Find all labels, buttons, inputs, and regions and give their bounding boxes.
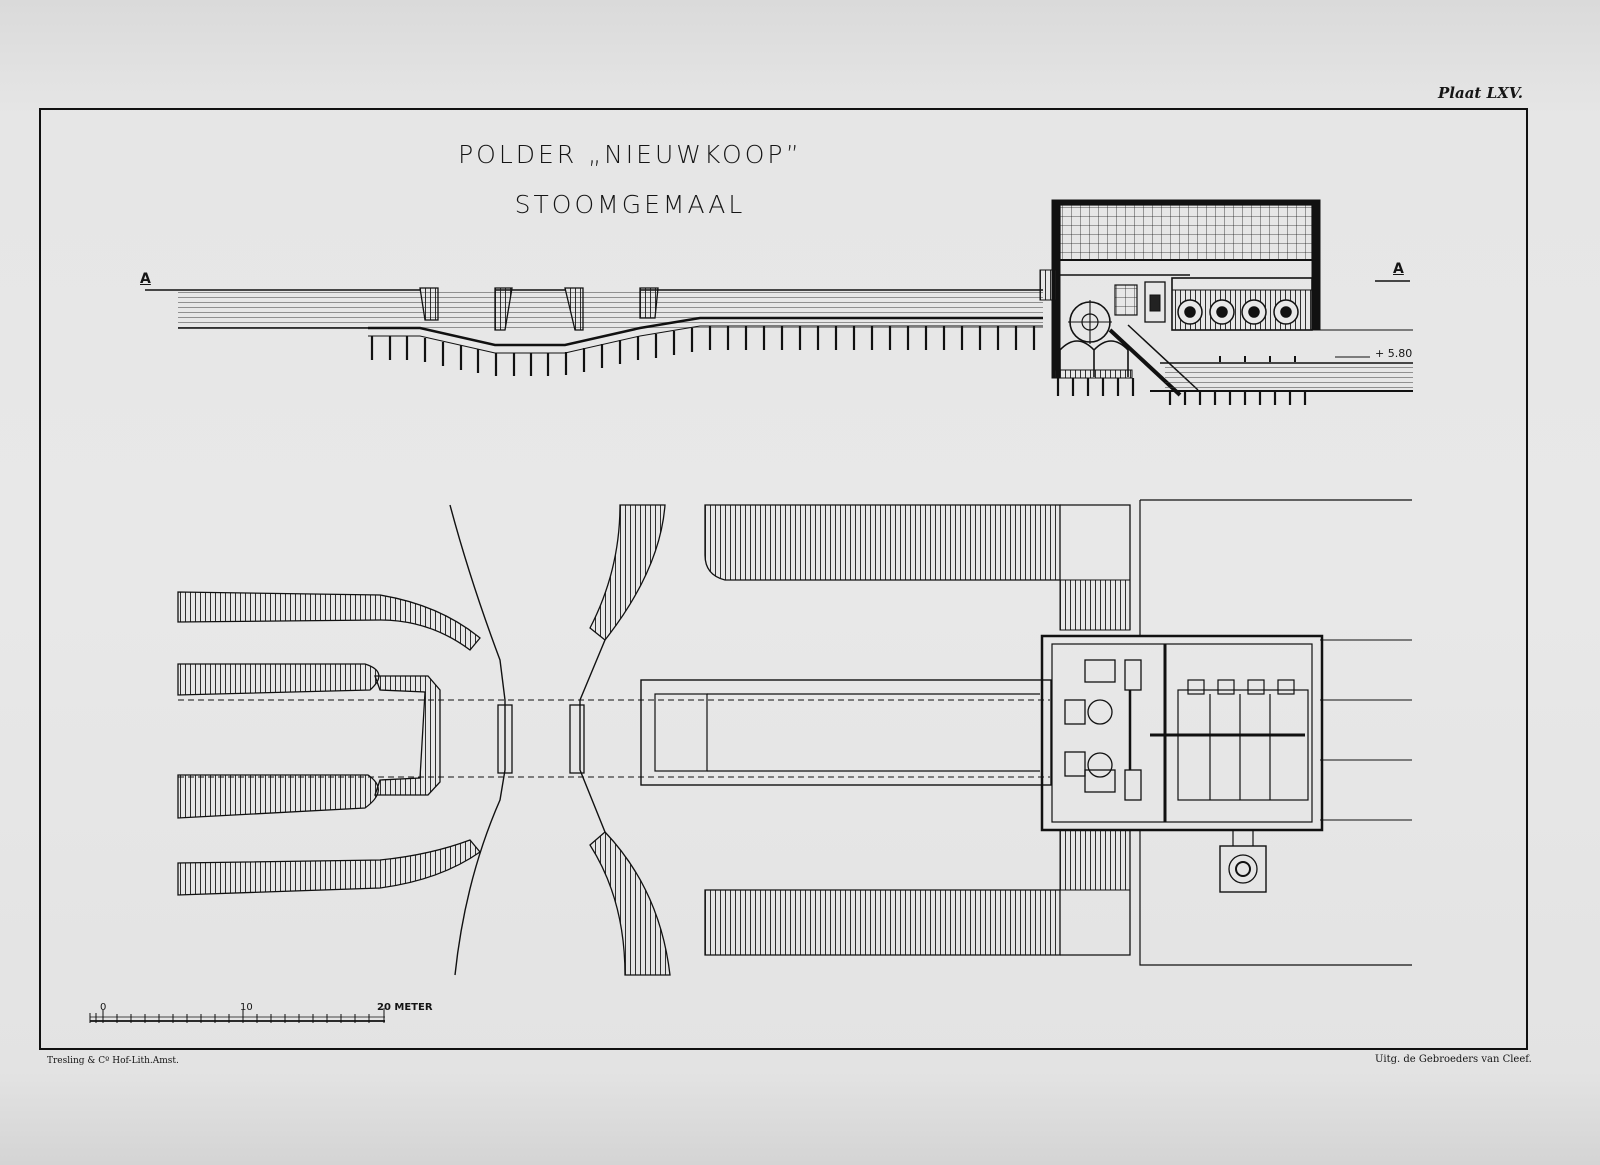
bank-slope bbox=[177, 839, 481, 896]
bank-slope bbox=[177, 774, 379, 819]
plate-number: Plaat LXV. bbox=[1438, 84, 1523, 102]
canal-floor bbox=[368, 316, 1043, 347]
section-mark-right: A bbox=[1393, 261, 1404, 277]
pumping-station-section bbox=[1039, 199, 1413, 405]
scale-bar bbox=[89, 1008, 385, 1023]
wing-wall bbox=[704, 889, 1061, 956]
steam-engines bbox=[1064, 659, 1142, 801]
scale-label-zero: 0 bbox=[100, 1002, 107, 1013]
section-view bbox=[145, 199, 1413, 405]
scale-label-mid: 10 bbox=[240, 1002, 253, 1013]
chimney bbox=[1219, 845, 1267, 893]
boilers bbox=[1177, 299, 1299, 325]
lock-head bbox=[564, 287, 584, 331]
section-mark-left: A bbox=[140, 271, 151, 287]
wing-wall bbox=[704, 504, 1061, 581]
bank-slope bbox=[177, 591, 481, 651]
canal-water bbox=[178, 290, 1043, 328]
pumping-station-plan bbox=[1040, 634, 1324, 893]
bank-slope bbox=[589, 831, 671, 976]
outer-frame bbox=[39, 108, 1528, 1050]
printer-credit: Tresling & Cº Hof-Lith.Amst. bbox=[47, 1056, 179, 1066]
lock-head bbox=[419, 287, 439, 321]
bank-slope bbox=[589, 504, 666, 641]
inlet-basin bbox=[640, 679, 1052, 786]
foundation-piles bbox=[370, 326, 1036, 376]
bank-slope bbox=[177, 663, 380, 696]
plan-view bbox=[177, 499, 1412, 976]
scale-label-end: 20 METER bbox=[377, 1002, 433, 1013]
lock-head bbox=[639, 287, 659, 319]
level-mark: + 5.80 bbox=[1375, 347, 1413, 360]
lock-island bbox=[374, 675, 441, 796]
drawing-title: POLDER „NIEUWKOOP” bbox=[458, 140, 802, 169]
station-piles bbox=[1056, 378, 1307, 405]
drawing-subtitle: STOOMGEMAAL bbox=[514, 190, 746, 219]
publisher-credit: Uitg. de Gebroeders van Cleef. bbox=[1375, 1054, 1532, 1065]
lock-head bbox=[494, 287, 513, 331]
